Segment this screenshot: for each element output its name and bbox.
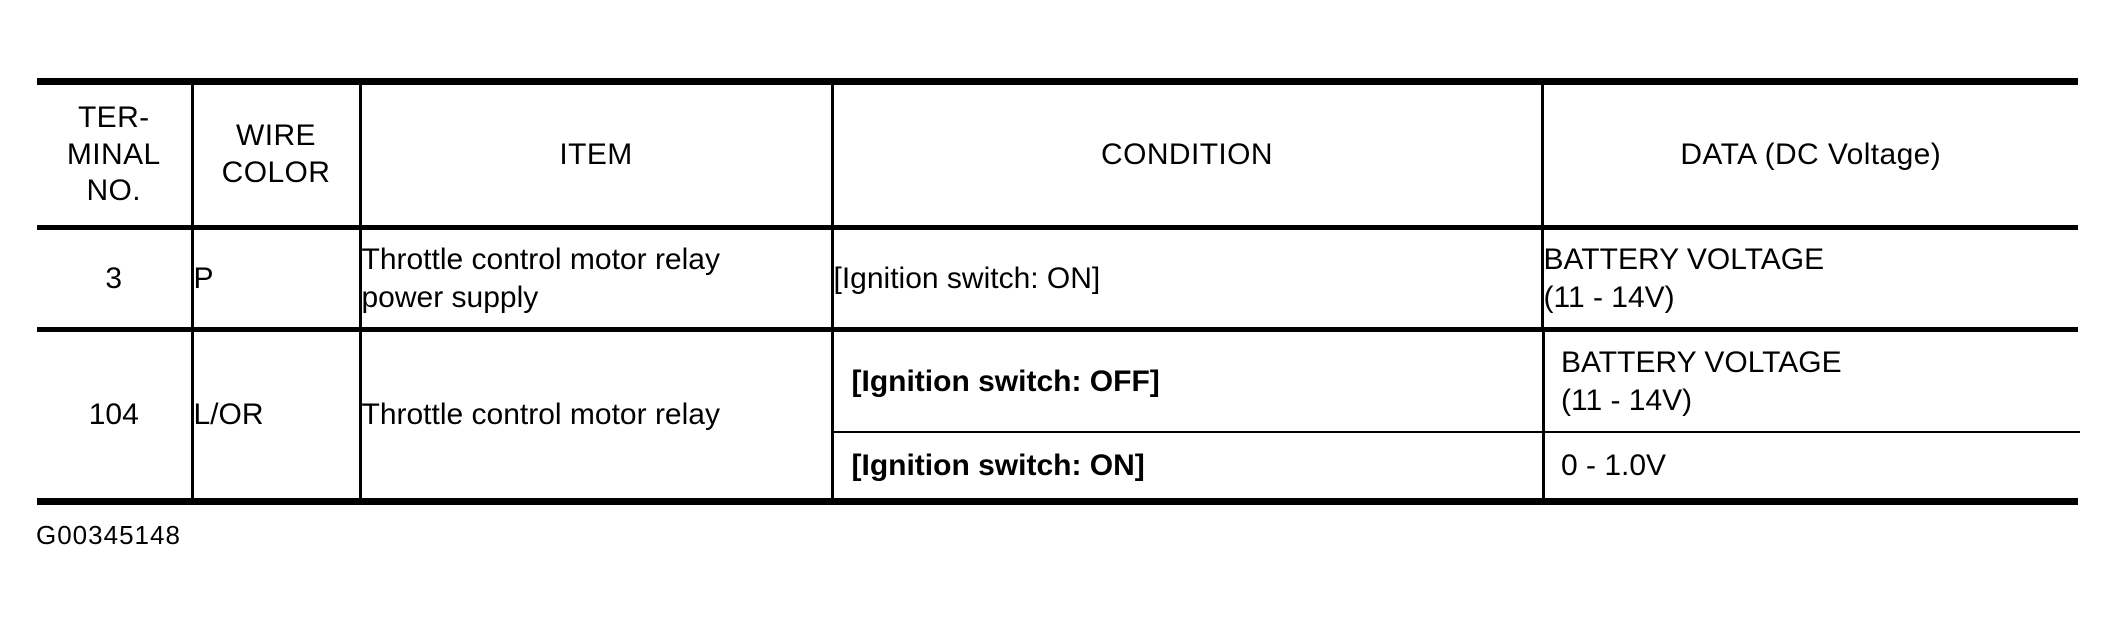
cell-data: 0 - 1.0V: [1543, 431, 2080, 498]
table-header-row: TER- MINAL NO. WIRE COLOR ITEM CONDITION…: [37, 81, 2078, 228]
cell-terminal-no: 104: [37, 327, 194, 502]
header-line-2: MINAL: [66, 137, 161, 171]
data-line-1: BATTERY VOLTAGE: [1561, 345, 1842, 379]
cell-condition: [Ignition switch: ON]: [832, 225, 1544, 330]
data-line-1: 0 - 1.0V: [1561, 448, 1667, 482]
cell-item: Throttle control motor relay power suppl…: [360, 225, 834, 330]
table-body: 3 P Throttle control motor relay power s…: [37, 225, 2080, 502]
column-header-wire-color: WIRE COLOR: [192, 81, 362, 228]
cell-data: BATTERY VOLTAGE (11 - 14V): [1542, 225, 2078, 330]
condition-data-group: [Ignition switch: OFF] BATTERY VOLTAGE (…: [832, 327, 2080, 502]
condition-subrow: [Ignition switch: OFF] BATTERY VOLTAGE (…: [833, 332, 2080, 432]
item-line-2: power supply: [361, 280, 539, 314]
terminal-reference-table: TER- MINAL NO. WIRE COLOR ITEM CONDITION…: [37, 78, 2080, 505]
item-line-1: Throttle control motor relay: [361, 398, 720, 432]
cell-condition: [Ignition switch: OFF]: [833, 332, 1545, 432]
data-line-1: BATTERY VOLTAGE: [1543, 242, 1825, 276]
header-line-1: TER-: [77, 101, 150, 135]
cell-wire-color: L/OR: [192, 327, 362, 502]
header-line-2: COLOR: [221, 156, 331, 189]
cell-wire-color: P: [192, 225, 362, 330]
column-header-condition: CONDITION: [832, 81, 1544, 228]
header-line-1: WIRE: [236, 119, 316, 153]
cell-terminal-no: 3: [37, 225, 194, 330]
cell-item: Throttle control motor relay: [360, 327, 834, 502]
table-row: 3 P Throttle control motor relay power s…: [37, 225, 2078, 330]
column-header-data: DATA (DC Voltage): [1542, 81, 2078, 228]
table-header: TER- MINAL NO. WIRE COLOR ITEM CONDITION…: [37, 81, 2078, 228]
header-line-3: NO.: [86, 174, 142, 208]
figure-caption: G00345148: [36, 520, 181, 550]
cell-data: BATTERY VOLTAGE (11 - 14V): [1543, 332, 2080, 432]
column-header-item: ITEM: [360, 81, 834, 228]
column-header-terminal-no: TER- MINAL NO.: [37, 81, 194, 228]
condition-data-subtable: [Ignition switch: OFF] BATTERY VOLTAGE (…: [833, 332, 2080, 498]
cell-condition: [Ignition switch: ON]: [833, 431, 1545, 498]
condition-subrow: [Ignition switch: ON] 0 - 1.0V: [833, 431, 2080, 498]
item-line-1: Throttle control motor relay: [361, 242, 720, 276]
data-line-2: (11 - 14V): [1561, 383, 1693, 417]
data-line-2: (11 - 14V): [1543, 280, 1675, 314]
table-row: 104 L/OR Throttle control motor relay [I…: [37, 327, 2080, 502]
